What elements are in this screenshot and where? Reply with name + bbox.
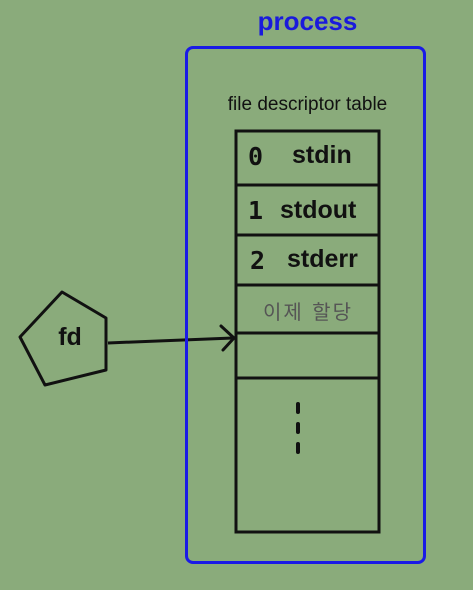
fd-pentagon	[18, 290, 108, 387]
process-title: process	[257, 6, 358, 36]
fd-number-1: 1	[248, 196, 264, 225]
fd-label: fd	[58, 323, 82, 351]
fd-name-stderr: stderr	[287, 245, 358, 273]
fd-number-2: 2	[250, 246, 266, 275]
fd-name-stdin: stdin	[292, 141, 352, 169]
fd-name-stdout: stdout	[280, 196, 357, 224]
fd-number-0: 0	[248, 142, 264, 171]
table-label: file descriptor table	[227, 94, 388, 115]
arrow-head-icon	[219, 324, 236, 352]
process-box	[185, 46, 426, 564]
fd-arrow	[107, 336, 234, 345]
allocated-slot-label: 이제 할당	[263, 300, 353, 324]
